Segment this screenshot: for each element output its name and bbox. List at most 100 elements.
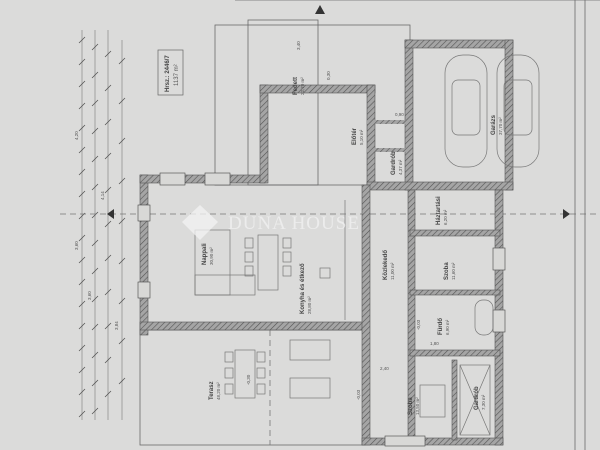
dimension-tick xyxy=(104,322,112,330)
dimension-tick xyxy=(78,124,86,132)
svg-text:1137 m²: 1137 m² xyxy=(174,64,180,86)
dimension-tick xyxy=(104,288,112,296)
svg-text:Gardrób: Gardrób xyxy=(391,151,397,175)
dimension-tick xyxy=(78,146,86,154)
dimension-tick xyxy=(91,155,99,163)
dim-label: 3,84 xyxy=(114,321,119,330)
parcel-label: Hrsz.: 2446/7 1137 m² xyxy=(157,49,184,96)
svg-text:DUNA HOUSE: DUNA HOUSE xyxy=(228,213,360,234)
dimension-tick xyxy=(104,390,112,398)
svg-text:28,80 m²: 28,80 m² xyxy=(307,296,312,314)
dimension-tick xyxy=(78,168,86,176)
dimension-tick xyxy=(118,137,126,145)
svg-text:Garázs: Garázs xyxy=(491,114,497,135)
garage-cars xyxy=(444,54,540,168)
svg-text:3,40: 3,40 xyxy=(296,41,301,50)
dimension-chains: 4,20 3,60 3,60 4,14 3,84 xyxy=(74,30,126,420)
svg-text:37,70 m²: 37,70 m² xyxy=(498,117,503,135)
dimension-tick xyxy=(91,43,99,51)
svg-text:7,30 m²: 7,30 m² xyxy=(481,394,486,410)
svg-text:1,80: 1,80 xyxy=(430,341,439,346)
dim-label: 3,60 xyxy=(74,241,79,250)
dim-label: 4,14 xyxy=(100,191,105,200)
svg-text:Fürdő: Fürdő xyxy=(438,318,444,335)
dimension-tick xyxy=(91,239,99,247)
dimension-tick xyxy=(78,190,86,198)
dimension-tick xyxy=(104,50,112,58)
svg-text:11,60 m²: 11,60 m² xyxy=(451,262,456,280)
svg-text:Hrsz.: 2446/7: Hrsz.: 2446/7 xyxy=(165,55,171,92)
dimension-tick xyxy=(104,220,112,228)
svg-text:6,90 m²: 6,90 m² xyxy=(445,319,450,335)
svg-text:Előtér: Előtér xyxy=(352,127,358,145)
svg-text:-0,30: -0,30 xyxy=(246,374,251,385)
dimension-tick xyxy=(91,183,99,191)
svg-text:0,30: 0,30 xyxy=(326,71,331,80)
dimension-tick xyxy=(78,102,86,110)
dimension-tick xyxy=(78,388,86,396)
svg-text:6,20 m²: 6,20 m² xyxy=(443,209,448,225)
dimension-tick xyxy=(78,300,86,308)
dimension-tick xyxy=(78,58,86,66)
dimension-tick xyxy=(78,36,86,44)
svg-text:-0,03: -0,03 xyxy=(356,389,361,400)
dimension-tick xyxy=(91,323,99,331)
dimension-tick xyxy=(104,152,112,160)
svg-text:Terasz: Terasz xyxy=(209,381,215,400)
svg-text:4,37 m²: 4,37 m² xyxy=(398,159,403,175)
svg-text:Közlekedő: Közlekedő xyxy=(383,250,389,280)
dimension-tick xyxy=(118,377,126,385)
svg-text:Háztartási: Háztartási xyxy=(436,196,442,225)
svg-text:22,70 m²: 22,70 m² xyxy=(300,77,305,95)
dimension-tick xyxy=(118,217,126,225)
dimension-tick xyxy=(78,256,86,264)
dimension-tick xyxy=(78,344,86,352)
walls xyxy=(137,39,514,447)
svg-text:Konyha és étkező: Konyha és étkező xyxy=(300,263,306,314)
section-marker-icon xyxy=(107,209,114,219)
svg-text:2,40: 2,40 xyxy=(380,366,389,371)
svg-text:-0,03: -0,03 xyxy=(416,319,421,330)
dimension-tick xyxy=(104,84,112,92)
dimension-tick xyxy=(91,267,99,275)
dimension-tick xyxy=(78,410,86,418)
dimension-tick xyxy=(78,366,86,374)
dim-label: 3,60 xyxy=(87,291,92,300)
svg-text:Nappali: Nappali xyxy=(202,243,208,265)
watermark: DUNA HOUSE xyxy=(182,205,360,240)
dimension-tick xyxy=(91,407,99,415)
dimension-tick xyxy=(104,356,112,364)
dimension-tick xyxy=(104,254,112,262)
dimension-tick xyxy=(91,295,99,303)
porch-inner xyxy=(247,19,319,186)
dimension-tick xyxy=(118,57,126,65)
dim-label: 4,20 xyxy=(74,131,79,140)
svg-text:13,50 m²: 13,50 m² xyxy=(415,397,420,415)
dimension-tick xyxy=(118,97,126,105)
svg-text:11,00 m²: 11,00 m² xyxy=(390,262,395,280)
dimension-tick xyxy=(91,351,99,359)
dimension-tick xyxy=(118,297,126,305)
dimension-tick xyxy=(118,337,126,345)
north-arrow-icon xyxy=(315,5,325,14)
dimension-tick xyxy=(104,118,112,126)
dimension-tick xyxy=(78,322,86,330)
svg-text:Szoba: Szoba xyxy=(408,397,414,415)
svg-text:0,90: 0,90 xyxy=(395,112,404,117)
svg-text:Fedett: Fedett xyxy=(293,77,299,95)
dimension-tick xyxy=(91,379,99,387)
dimension-tick xyxy=(78,80,86,88)
furniture xyxy=(194,200,494,436)
dimension-tick xyxy=(104,186,112,194)
